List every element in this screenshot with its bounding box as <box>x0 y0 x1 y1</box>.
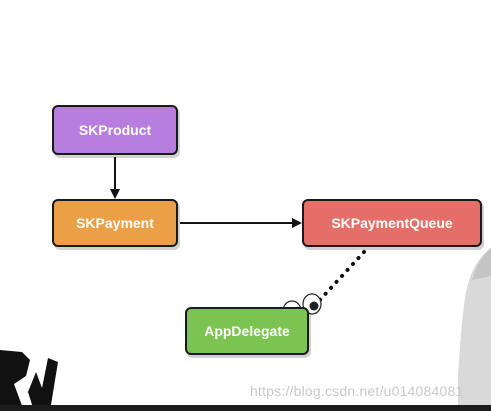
node-skproduct: SKProduct <box>52 105 178 155</box>
logo-icon <box>0 350 58 411</box>
node-appdelegate: AppDelegate <box>185 307 309 355</box>
node-skpayment: SKPayment <box>52 199 178 247</box>
dotted-observer-link <box>316 250 366 304</box>
bottom-bar <box>0 405 491 411</box>
presenter-figure <box>458 248 491 411</box>
watermark-text: https://blog.csdn.net/u014084081 <box>250 383 464 399</box>
node-skpaymentqueue: SKPaymentQueue <box>302 199 482 247</box>
